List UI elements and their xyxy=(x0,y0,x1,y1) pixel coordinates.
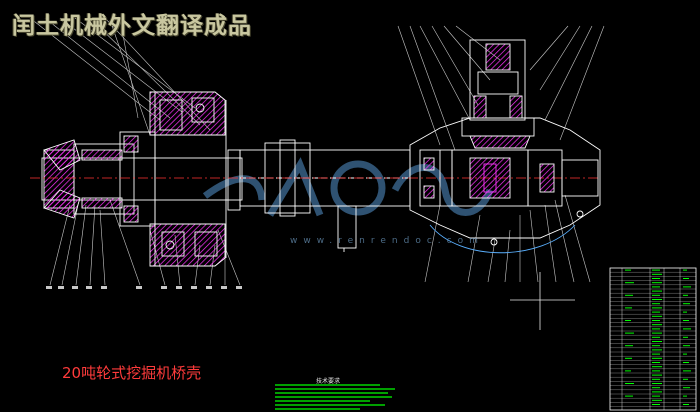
page-header-title: 闰土机械外文翻译成品 xyxy=(12,13,252,39)
leader-lines-bottom-right xyxy=(424,194,591,283)
watermark-text: www.renrendoc.com xyxy=(290,236,484,246)
drawing-caption: 20吨轮式挖掘机桥壳 xyxy=(62,364,202,382)
leader-lines-top-right xyxy=(397,25,605,151)
left-hub-assembly xyxy=(41,91,243,267)
technical-notes xyxy=(275,384,395,410)
leader-lines-top-left xyxy=(29,17,211,136)
differential-assembly xyxy=(409,39,601,254)
technical-notes-title: 技术要求 xyxy=(316,378,341,385)
watermark-logo xyxy=(202,157,494,217)
section-cross-marker xyxy=(510,272,575,330)
bottom-left-markers xyxy=(46,286,242,289)
parts-table xyxy=(609,267,697,411)
